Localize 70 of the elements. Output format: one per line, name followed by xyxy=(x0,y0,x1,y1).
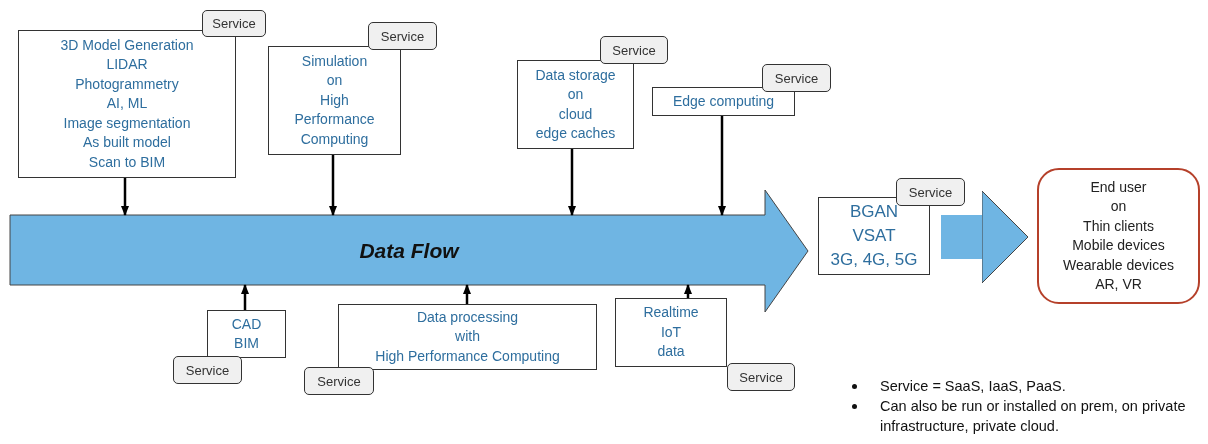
arrow xyxy=(121,178,129,216)
tag-text: Service xyxy=(380,28,425,44)
box-text: Edge computing xyxy=(672,91,775,111)
service-tag xyxy=(600,36,668,64)
box-text: Photogrammetry xyxy=(75,74,179,94)
box-text: BGAN xyxy=(849,201,899,223)
note-text: Service = SaaS, IaaS, PaaS. xyxy=(880,378,1066,394)
box-text: Thin clients xyxy=(1083,216,1154,236)
arrow xyxy=(718,116,726,216)
text-box xyxy=(207,310,286,358)
text-box xyxy=(652,87,795,116)
box-text: on xyxy=(326,71,343,91)
box-text: Performance xyxy=(294,110,375,130)
box-text: BIM xyxy=(234,334,259,353)
service-tag xyxy=(202,10,266,37)
text-box xyxy=(818,197,930,275)
box-text: AR, VR xyxy=(1095,275,1142,294)
tag-text: Service xyxy=(739,369,783,385)
box-text: IoT xyxy=(660,322,682,342)
tag-text: Service xyxy=(774,70,819,86)
box-text: Simulation xyxy=(301,51,368,71)
box-text: LIDAR xyxy=(106,55,148,75)
text-box xyxy=(517,60,634,149)
box-text: on xyxy=(1110,197,1127,216)
text-box xyxy=(268,46,401,155)
text-box xyxy=(615,298,727,367)
box-text: on xyxy=(567,85,584,104)
box-text: cloud xyxy=(558,104,593,124)
box-text: 3G, 4G, 5G xyxy=(830,249,918,271)
service-tag xyxy=(368,22,437,50)
box-text: 3D Model Generation xyxy=(60,35,194,55)
service-tag xyxy=(173,356,242,384)
tag-text: Service xyxy=(185,362,230,378)
box-text: High xyxy=(320,90,349,110)
box-text: Data processing xyxy=(416,307,519,327)
box-text: CAD xyxy=(231,314,262,334)
box-text: AI, ML xyxy=(106,94,148,114)
box-text: Scan to BIM xyxy=(88,152,166,172)
tag-text: Service xyxy=(908,184,953,200)
box-text: Image segmentation xyxy=(63,113,191,133)
arrow xyxy=(329,155,337,216)
service-tag xyxy=(304,367,374,395)
note-text: Can also be run or installed on prem, on private infrastructure, private cloud. xyxy=(880,398,1186,434)
tag-text: Service xyxy=(317,373,361,389)
rounded-box xyxy=(1037,168,1200,304)
box-text: edge caches xyxy=(535,124,616,143)
block-arrow xyxy=(941,190,1029,284)
box-text: Mobile devices xyxy=(1072,236,1165,255)
arrow xyxy=(568,149,576,216)
arrow xyxy=(684,284,692,298)
arrow xyxy=(463,284,471,304)
service-tag xyxy=(727,363,795,391)
box-text: data xyxy=(657,342,685,362)
box-text: Realtime xyxy=(643,303,699,323)
box-text: As built model xyxy=(83,133,171,153)
box-text: Computing xyxy=(300,129,369,149)
box-text: VSAT xyxy=(852,225,896,247)
box-text: Wearable devices xyxy=(1063,255,1174,275)
arrow xyxy=(241,284,249,310)
text-box xyxy=(338,304,597,370)
box-text: with xyxy=(455,327,480,347)
service-tag xyxy=(896,178,965,206)
box-text: Data storage xyxy=(535,65,616,85)
tag-text: Service xyxy=(212,16,256,31)
text-box xyxy=(18,30,236,178)
arrow-label: Data Flow xyxy=(359,239,459,263)
box-text: High Performance Computing xyxy=(375,346,560,366)
service-tag xyxy=(762,64,831,92)
box-text: End user xyxy=(1090,177,1147,197)
tag-text: Service xyxy=(612,42,656,58)
